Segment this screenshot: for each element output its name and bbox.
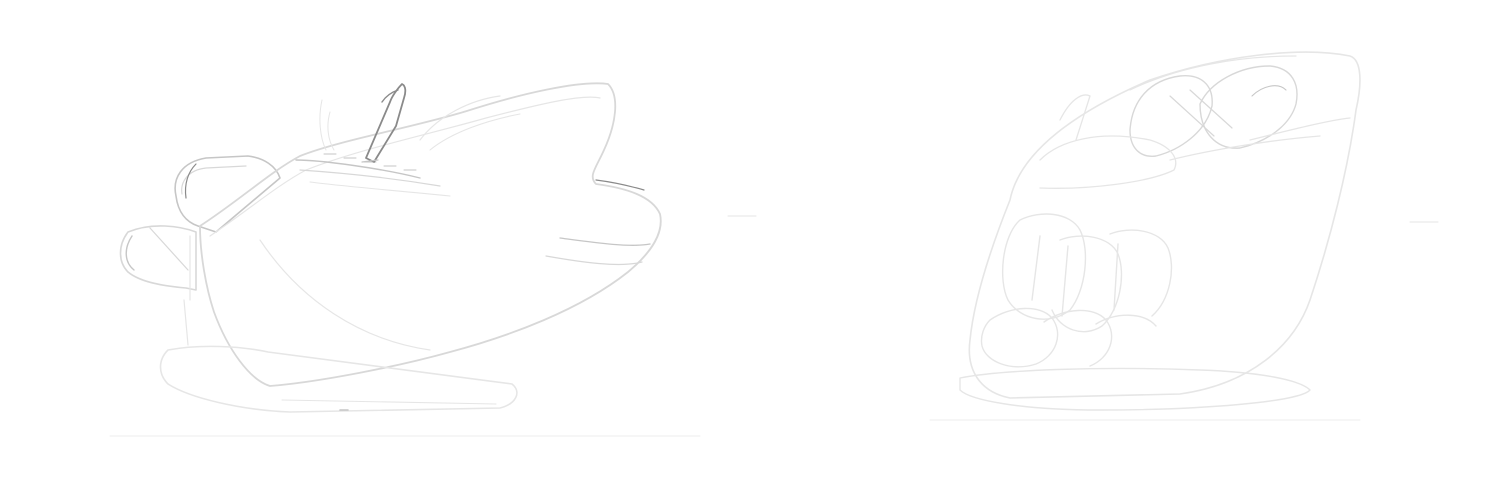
ghost-lines: [319, 99, 335, 151]
massage-chair-side-view: [109, 82, 701, 437]
chair-shell: [199, 82, 662, 387]
remote-controller: [361, 83, 407, 163]
back-pads: [1129, 65, 1298, 157]
foot-pads: [980, 307, 1157, 368]
seat-cushion: [174, 155, 281, 233]
arm-wings: [1039, 94, 1351, 189]
seat-pads: [1002, 213, 1173, 333]
leg-rest: [119, 225, 197, 346]
front-shell: [968, 51, 1361, 399]
front-base: [929, 367, 1361, 421]
edge-ticks: [727, 215, 1439, 223]
massage-chair-front-view: [727, 51, 1439, 421]
chair-base: [109, 345, 701, 437]
